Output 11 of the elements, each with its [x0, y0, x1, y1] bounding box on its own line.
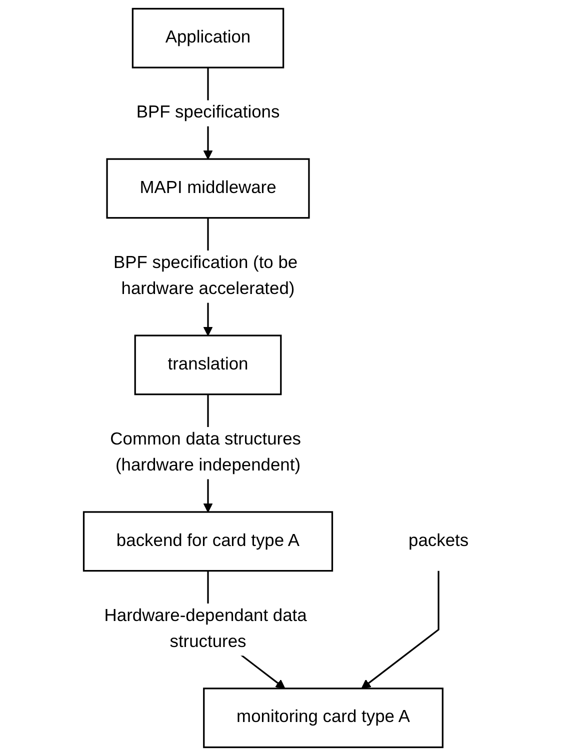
node-box: backend for card type A	[82, 511, 334, 572]
node-box: translation	[134, 334, 282, 396]
arrow	[361, 570, 440, 689]
edge-label: Common data structures (hardware independent)	[110, 430, 301, 475]
node-text: packets	[408, 532, 469, 550]
node-box: Application	[132, 8, 284, 68]
node-box: MAPI middleware	[106, 158, 310, 219]
edge-label: BPF specification (to be hardware accelerated)	[114, 254, 298, 298]
edge-label: BPF specifications	[136, 103, 280, 122]
edge-label: Hardware-dependant data structures	[104, 606, 307, 652]
node-box: monitoring card type A	[203, 688, 444, 748]
